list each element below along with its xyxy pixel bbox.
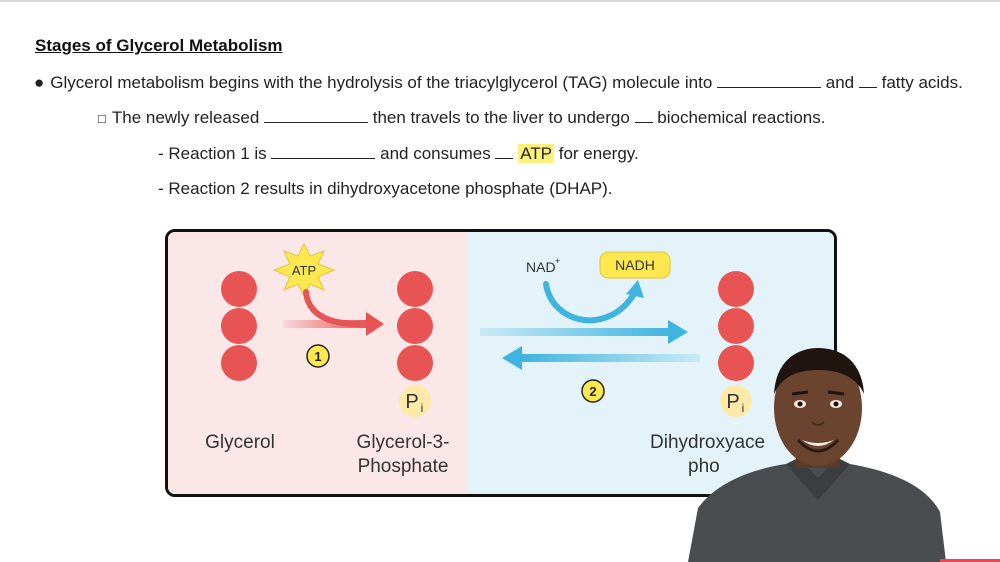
svg-text:2: 2 [589,384,596,399]
blank-field [634,108,653,123]
blank-field [495,144,514,159]
line1-text-a: Glycerol metabolism begins with the hydr… [50,73,713,92]
progress-accent [940,559,1000,562]
atp-label: ATP [292,263,316,278]
cofactor-curved-arrow [543,280,644,324]
line1-text-c: fatty acids. [881,73,963,92]
line1-text-b: and [825,73,855,92]
line3-text-c: for energy. [558,144,639,163]
glycerol-metabolism-diagram: ATP 1 P i NAD + NADH [165,229,837,497]
nad-label: NAD [526,259,556,275]
svg-text:P: P [726,391,739,413]
line2-text-b: then travels to the liver to undergo [372,108,630,127]
presenter-video [688,348,946,562]
nadh-badge: NADH [599,251,671,279]
reaction-2-forward-arrow [480,320,688,344]
top-divider [0,0,1000,2]
svg-text:+: + [555,256,560,266]
svg-text:1: 1 [314,349,321,364]
line3-text-a: - Reaction 1 is [158,144,267,163]
blank-field [858,73,877,88]
bullet-line-2: □ The newly released then travels to the … [98,108,825,128]
reaction-2-reverse-arrow [502,346,700,370]
glycerol-3-phosphate-label: Glycerol-3- Phosphate [356,432,450,477]
diagram-graphics: ATP 1 P i NAD + NADH [221,242,754,417]
step-1-badge: 1 [306,344,330,368]
blank-field [264,108,369,123]
glycerol-molecule [221,271,257,381]
atp-starburst-icon: ATP [272,242,336,298]
reaction-1-arrow [283,289,384,336]
line2-text-a: The newly released [111,108,260,127]
nadh-label: NADH [615,257,655,273]
dhap-molecule: P i [718,271,754,417]
svg-text:i: i [742,401,745,415]
line2-text-c: biochemical reactions. [657,108,826,127]
dhap-label: Dihydroxyace pho [650,432,766,477]
bullet-box: □ [98,111,106,126]
highlighted-atp: ATP [518,144,554,163]
svg-text:i: i [421,401,424,415]
glycerol-3-phosphate-molecule: P i [397,271,433,417]
blank-field [717,73,822,88]
blank-field [271,144,376,159]
bullet-line-3: - Reaction 1 is and consumes ATP for ene… [158,144,639,164]
bullet-line-1: ● Glycerol metabolism begins with the hyd… [34,73,963,93]
bullet-dot: ● [34,73,45,92]
step-2-badge: 2 [581,379,605,403]
phosphate-label: P [405,391,418,413]
bullet-line-4: - Reaction 2 results in dihydroxyacetone… [158,179,613,198]
glycerol-label: Glycerol [205,432,275,453]
page-title: Stages of Glycerol Metabolism [35,36,283,55]
line3-text-b: and consumes [380,144,491,163]
nad-cofactor: NAD + [526,256,560,275]
